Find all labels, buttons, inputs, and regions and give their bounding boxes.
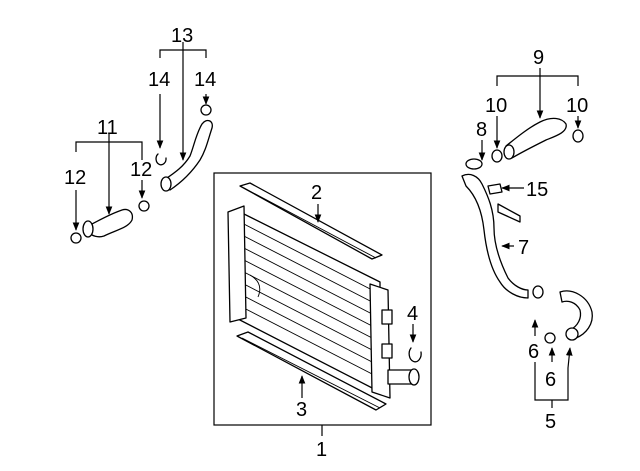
- callout-6a: 6: [528, 341, 539, 363]
- callout-4: 4: [407, 303, 418, 325]
- upper-left-hose: [155, 104, 213, 192]
- callout-7: 7: [518, 237, 529, 259]
- intercooler: [227, 205, 420, 399]
- callout-15: 15: [526, 179, 548, 201]
- callout-9: 9: [533, 47, 544, 69]
- left-hose: [70, 200, 150, 244]
- callout-10a: 10: [485, 95, 507, 117]
- callout-12a: 12: [64, 167, 86, 189]
- clamp-icon: [408, 347, 422, 363]
- callout-5: 5: [545, 411, 556, 433]
- callout-11: 11: [97, 117, 118, 139]
- callout-2: 2: [311, 182, 322, 204]
- callout-14a: 14: [148, 69, 170, 91]
- right-hose-lower: [544, 290, 593, 344]
- callout-1: 1: [316, 439, 327, 461]
- callout-10b: 10: [566, 95, 588, 117]
- callout-3: 3: [296, 399, 307, 421]
- callout-13: 13: [171, 25, 193, 47]
- lower-air-deflector: [236, 331, 387, 411]
- callout-12b: 12: [130, 159, 152, 181]
- charge-air-pipe: [461, 158, 544, 299]
- callout-6b: 6: [545, 369, 556, 391]
- upper-air-deflector: [239, 182, 383, 260]
- callout-8: 8: [476, 119, 487, 141]
- right-hose-upper: [491, 117, 584, 163]
- callout-14b: 14: [194, 69, 216, 91]
